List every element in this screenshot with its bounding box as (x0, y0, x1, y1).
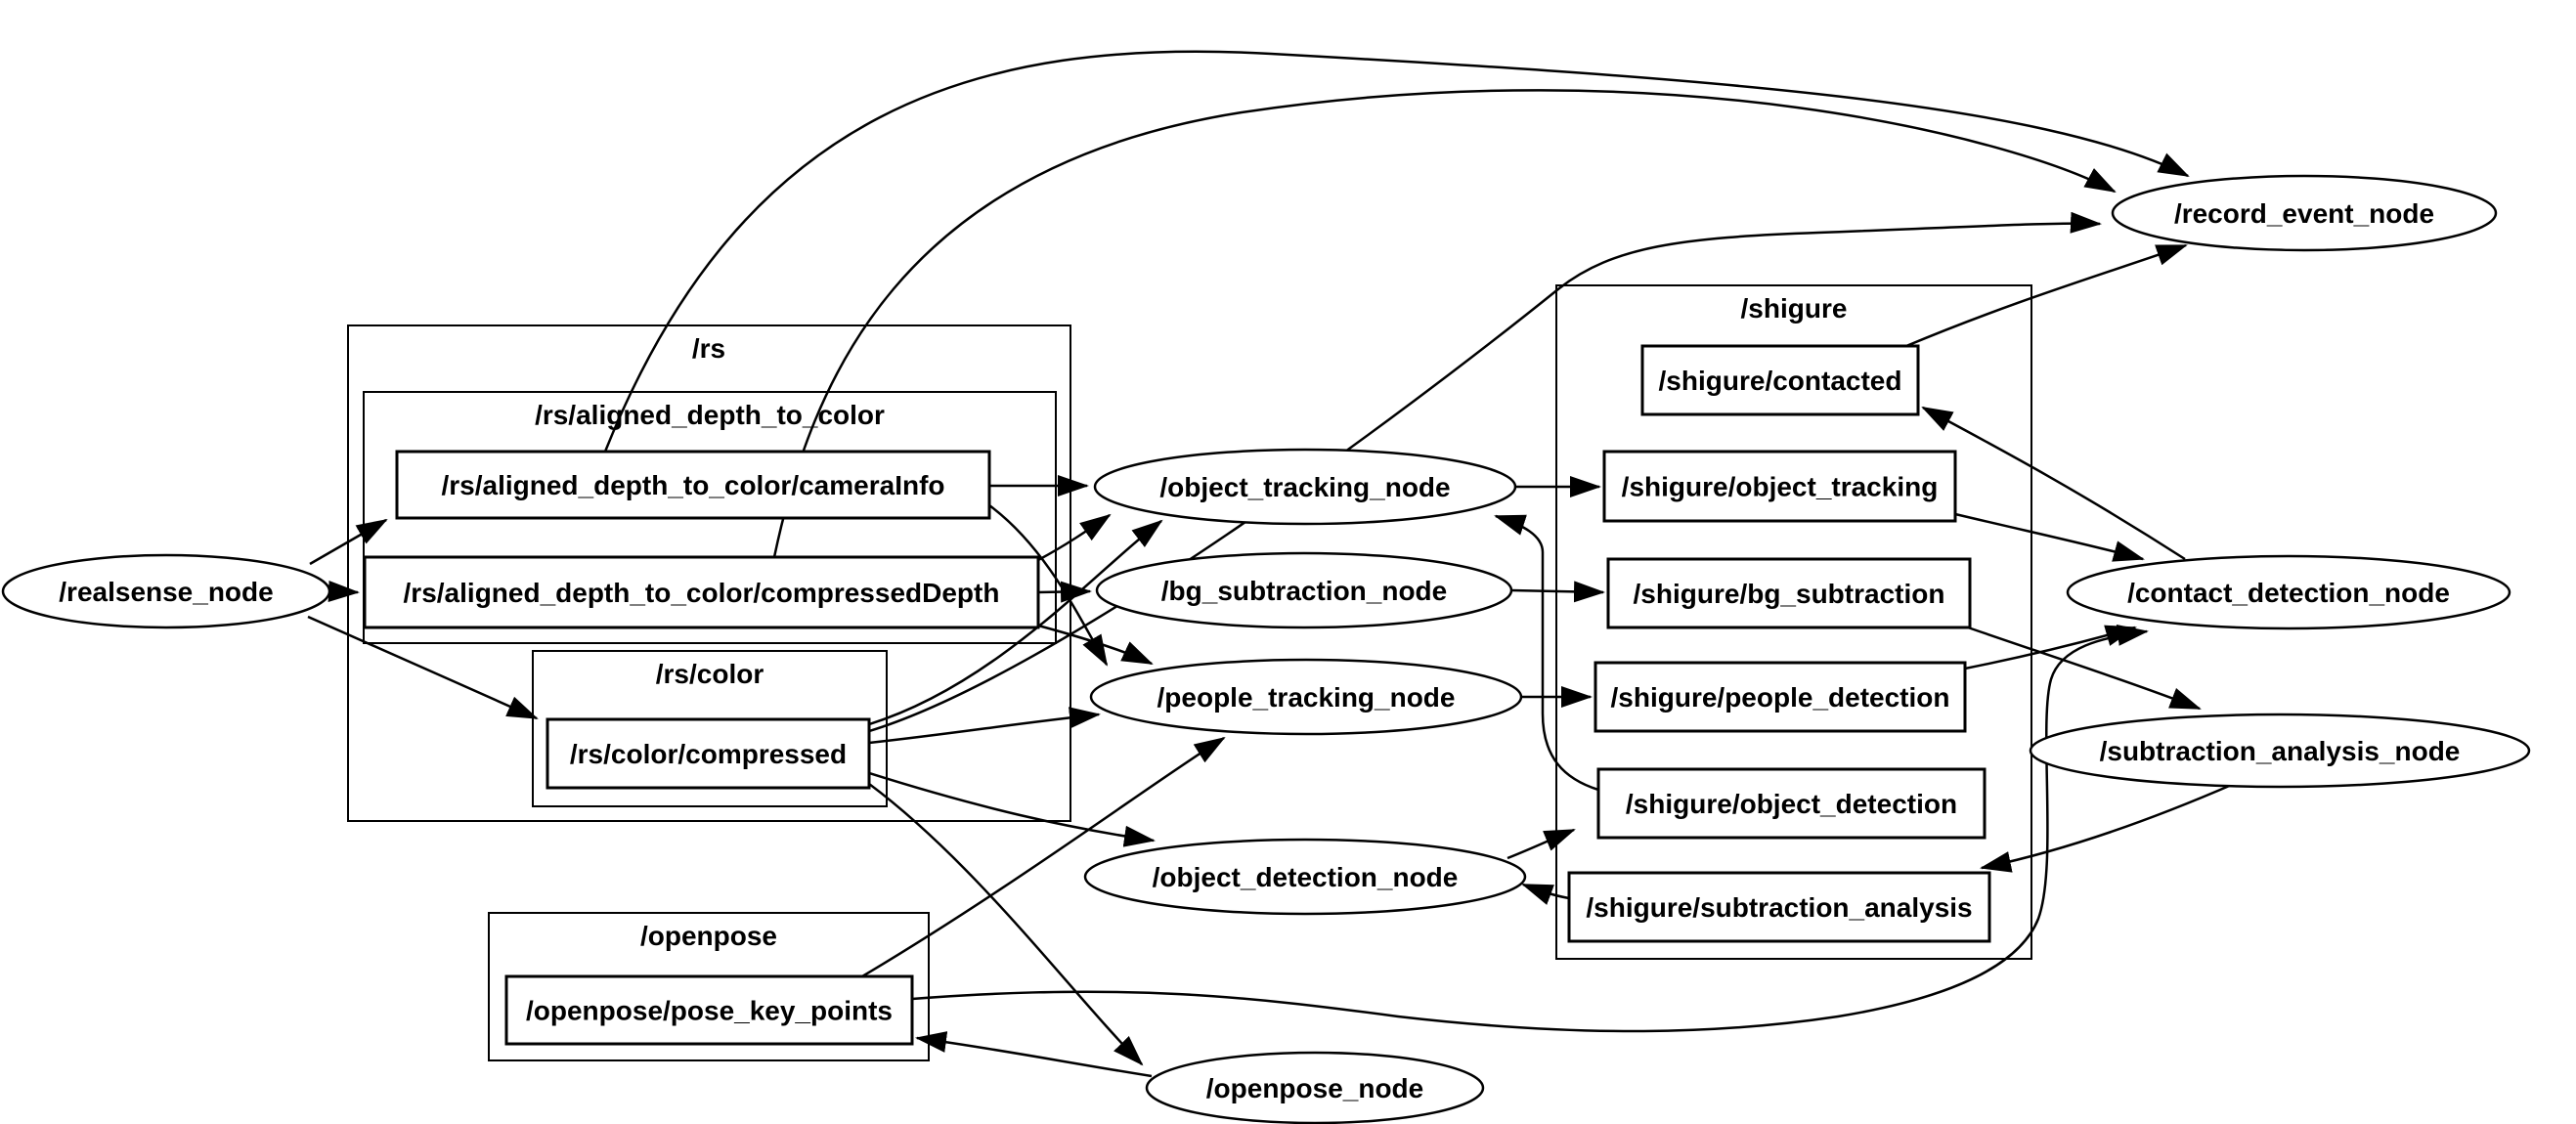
node-openpose_node-shape (1145, 1051, 1485, 1124)
edge-rs_adc_compressedDepth-to-record_event_node (772, 89, 2117, 558)
edge-rs_color_compressed-to-record_event_node (868, 211, 2102, 733)
cluster-rs-label: /rs (692, 333, 725, 364)
node-rs_adc_compressedDepth-shape (363, 555, 1040, 629)
node-shigure_object_tracking-label: /shigure/object_tracking (1622, 472, 1939, 502)
node-openpose_pose_key_points-label: /openpose/pose_key_points (526, 996, 893, 1026)
node-rs_adc_compressedDepth-label: /rs/aligned_depth_to_color/compressedDep… (404, 578, 1000, 608)
node-bg_subtraction_node: /bg_subtraction_node (1095, 551, 1513, 629)
node-shigure_people_detection-label: /shigure/people_detection (1611, 682, 1950, 713)
node-people_tracking_node-shape (1089, 658, 1523, 736)
node-subtraction_analysis_node: /subtraction_analysis_node (2029, 713, 2531, 789)
cluster-openpose-border (488, 912, 930, 1061)
edge-rs_adc_compressedDepth-to-object_tracking_node (1037, 513, 1112, 562)
cluster-openpose: /openpose (488, 912, 930, 1061)
cluster-rs_color-label: /rs/color (656, 659, 764, 689)
edge-rs_adc_cameraInfo-to-people_tracking_node (988, 503, 1109, 667)
node-object_detection_node-label: /object_detection_node (1153, 862, 1459, 892)
node-object_tracking_node-shape (1093, 448, 1517, 526)
edge-rs_color_compressed-to-people_tracking_node (868, 707, 1101, 745)
node-shigure_subtraction_analysis-shape (1567, 871, 1991, 943)
node-shigure_contacted-label: /shigure/contacted (1659, 366, 1902, 396)
node-subtraction_analysis_node-label: /subtraction_analysis_node (2100, 736, 2461, 766)
node-subtraction_analysis_node-shape (2029, 713, 2531, 789)
node-record_event_node-label: /record_event_node (2174, 198, 2434, 229)
cluster-shigure: /shigure (1555, 284, 2032, 960)
node-shigure_object_detection: /shigure/object_detection (1596, 767, 1987, 840)
edge-rs_adc_compressedDepth-to-people_tracking_node (1037, 624, 1154, 666)
node-object_tracking_node: /object_tracking_node (1093, 448, 1517, 526)
cluster-rs_color: /rs/color (532, 650, 888, 807)
node-realsense_node: /realsense_node (1, 553, 331, 629)
cluster-rs_aligned_depth_to_color: /rs/aligned_depth_to_color (363, 391, 1057, 644)
cluster-rs-border (347, 324, 1071, 822)
edge-contact_detection_node-to-shigure_contacted (1921, 406, 2186, 561)
node-shigure_subtraction_analysis-label: /shigure/subtraction_analysis (1586, 892, 1972, 923)
node-rs_adc_compressedDepth: /rs/aligned_depth_to_color/compressedDep… (363, 555, 1040, 629)
edge-rs_adc_compressedDepth-to-bg_subtraction_node (1037, 581, 1092, 603)
edge-shigure_object_detection-to-object_tracking_node (1494, 514, 1599, 792)
edge-shigure_contacted-to-record_event_node (1905, 243, 2188, 348)
edge-shigure_subtraction_analysis-to-object_detection_node (1521, 883, 1570, 905)
edge-openpose_pose_key_points-to-people_tracking_node (861, 736, 1226, 978)
node-shigure_bg_subtraction-shape (1606, 557, 1972, 629)
node-bg_subtraction_node-label: /bg_subtraction_node (1161, 576, 1447, 606)
node-shigure_object_detection-label: /shigure/object_detection (1626, 789, 1957, 819)
node-object_detection_node: /object_detection_node (1083, 838, 1527, 916)
edge-subtraction_analysis_node-to-shigure_subtraction_analysis (1980, 782, 2235, 873)
edge-realsense_node-to-rs_adc_cameraInfo (309, 518, 388, 566)
cluster-shigure-border (1555, 284, 2032, 960)
edge-openpose_pose_key_points-to-contact_detection_node (911, 624, 2149, 1033)
edge-realsense_node-to-rs_color_compressed (307, 615, 539, 720)
node-realsense_node-label: /realsense_node (59, 577, 273, 607)
node-rs_adc_cameraInfo-label: /rs/aligned_depth_to_color/cameraInfo (441, 470, 944, 500)
edge-openpose_node-to-openpose_pose_key_points (915, 1031, 1153, 1078)
node-rs_adc_cameraInfo-shape (395, 450, 991, 520)
node-shigure_bg_subtraction: /shigure/bg_subtraction (1606, 557, 1972, 629)
node-rs_color_compressed-shape (546, 717, 871, 790)
cluster-shigure-label: /shigure (1741, 293, 1848, 324)
node-shigure_object_tracking-shape (1602, 450, 1957, 523)
edge-shigure_people_detection-to-contact_detection_node (1964, 625, 2137, 670)
edge-rs_color_compressed-to-openpose_node (868, 782, 1144, 1066)
edge-shigure_object_tracking-to-contact_detection_node (1954, 512, 2145, 562)
node-object_tracking_node-label: /object_tracking_node (1159, 472, 1450, 502)
node-shigure_object_tracking: /shigure/object_tracking (1602, 450, 1957, 523)
node-realsense_node-shape (1, 553, 331, 629)
edge-shigure_bg_subtraction-to-subtraction_analysis_node (1967, 626, 2202, 711)
node-openpose_node: /openpose_node (1145, 1051, 1485, 1124)
node-rs_color_compressed-label: /rs/color/compressed (570, 739, 847, 769)
node-object_detection_node-shape (1083, 838, 1527, 916)
node-shigure_bg_subtraction-label: /shigure/bg_subtraction (1634, 579, 1945, 609)
node-rs_adc_cameraInfo: /rs/aligned_depth_to_color/cameraInfo (395, 450, 991, 520)
cluster-rs: /rs (347, 324, 1071, 822)
node-openpose_pose_key_points: /openpose/pose_key_points (504, 974, 914, 1046)
node-shigure_contacted-shape (1640, 344, 1920, 416)
node-people_tracking_node-label: /people_tracking_node (1157, 682, 1456, 713)
node-contact_detection_node-shape (2066, 554, 2511, 630)
node-shigure_object_detection-shape (1596, 767, 1987, 840)
cluster-rs_color-border (532, 650, 888, 807)
node-rs_color_compressed: /rs/color/compressed (546, 717, 871, 790)
node-shigure_contacted: /shigure/contacted (1640, 344, 1920, 416)
edge-rs_adc_cameraInfo-to-record_event_node (603, 50, 2190, 453)
cluster-rs_aligned_depth_to_color-label: /rs/aligned_depth_to_color (535, 400, 885, 430)
edge-object_detection_node-to-shigure_object_detection (1506, 828, 1576, 860)
edge-rs_color_compressed-to-object_detection_node (868, 771, 1156, 847)
cluster-rs_aligned_depth_to_color-border (363, 391, 1057, 644)
node-record_event_node: /record_event_node (2111, 174, 2498, 252)
node-people_tracking_node: /people_tracking_node (1089, 658, 1523, 736)
node-record_event_node-shape (2111, 174, 2498, 252)
node-contact_detection_node: /contact_detection_node (2066, 554, 2511, 630)
node-shigure_people_detection: /shigure/people_detection (1594, 661, 1967, 733)
node-openpose_pose_key_points-shape (504, 974, 914, 1046)
node-shigure_people_detection-shape (1594, 661, 1967, 733)
cluster-openpose-label: /openpose (640, 921, 777, 951)
node-shigure_subtraction_analysis: /shigure/subtraction_analysis (1567, 871, 1991, 943)
edge-realsense_node-to-rs_adc_compressedDepth (327, 580, 360, 602)
edge-bg_subtraction_node-to-shigure_bg_subtraction (1510, 581, 1605, 603)
node-contact_detection_node-label: /contact_detection_node (2127, 578, 2450, 608)
node-openpose_node-label: /openpose_node (1206, 1073, 1423, 1103)
node-bg_subtraction_node-shape (1095, 551, 1513, 629)
